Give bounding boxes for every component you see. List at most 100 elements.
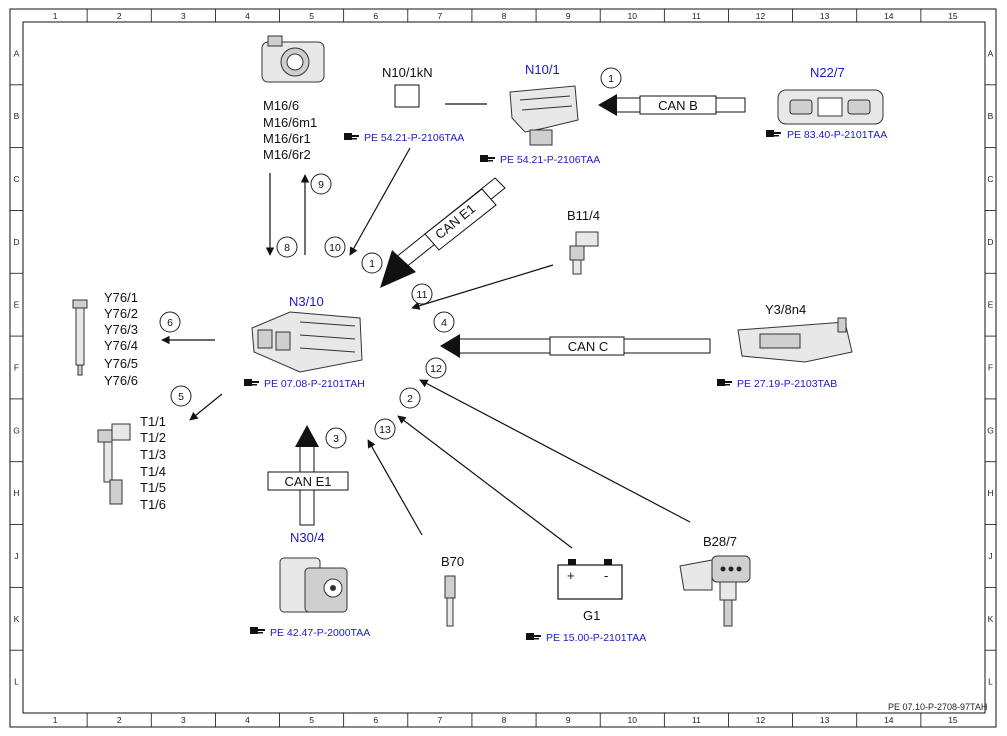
y3-8n4-label: Y3/8n4: [765, 302, 806, 317]
b70-label: B70: [441, 554, 464, 569]
ignition-coil-icon: [97, 423, 131, 505]
grid-col-bottom-8: 8: [502, 715, 507, 725]
signal-10-number: 10: [329, 242, 341, 254]
grid-row-right-K: K: [988, 614, 994, 624]
grid-col-top-2: 2: [117, 11, 122, 21]
signal-11-number: 11: [417, 289, 428, 301]
grid-col-top-9: 9: [566, 11, 571, 21]
inner-frame: [22, 21, 986, 714]
n10-1kn-label: N10/1kN: [382, 65, 433, 80]
y76-3-label: Y76/3: [104, 322, 138, 337]
grid-col-bottom-1: 1: [53, 715, 58, 725]
sam-module-icon: [509, 85, 579, 146]
signal-9-number: 9: [318, 179, 324, 191]
outer-frame: [9, 8, 997, 728]
signal-8-number: 8: [284, 242, 290, 254]
grid-row-right-D: D: [987, 237, 993, 247]
grid-col-top-5: 5: [309, 11, 314, 21]
grid-row-left-K: K: [14, 614, 20, 624]
signal-10: [324, 236, 346, 258]
signal-3: [325, 427, 347, 449]
grid-col-bottom-3: 3: [181, 715, 186, 725]
grid-row-right-B: B: [988, 111, 994, 121]
grid-col-top-7: 7: [437, 11, 442, 21]
grid-row-left-B: B: [14, 111, 20, 121]
y3-8n4-ref: PE 27.19-P-2103TAB: [737, 378, 837, 390]
grid-row-right-F: F: [988, 363, 993, 373]
grid-col-bottom-5: 5: [309, 715, 314, 725]
t1-6-label: T1/6: [140, 497, 166, 512]
n10-1-ref: PE 54.21-P-2106TAA: [500, 154, 600, 166]
signal-5: [170, 385, 192, 407]
arrow-2: [397, 415, 573, 549]
m16-6m1-label: M16/6m1: [263, 115, 317, 130]
signal-13: [374, 418, 396, 440]
n30-4-ref: PE 42.47-P-2000TAA: [270, 627, 370, 639]
signal-1-mid: [361, 252, 383, 274]
can-c-arrow: [440, 334, 711, 358]
grid-row-right-A: A: [988, 48, 994, 58]
grid-col-top-13: 13: [820, 11, 830, 21]
signal-13-number: 13: [379, 424, 391, 436]
n3-10-ref: PE 07.08-P-2101TAH: [264, 378, 365, 390]
n22-7-label: N22/7: [810, 65, 845, 80]
grid-col-bottom-15: 15: [948, 715, 958, 725]
grid-col-top-15: 15: [948, 11, 958, 21]
engine-control-unit-icon: [251, 311, 363, 373]
grid-col-bottom-2: 2: [117, 715, 122, 725]
grid-col-bottom-12: 12: [756, 715, 766, 725]
grid-col-top-6: 6: [373, 11, 378, 21]
g1-label: G1: [583, 608, 600, 623]
grid-row-left-H: H: [13, 488, 19, 498]
t1-2-label: T1/2: [140, 430, 166, 445]
signal-4: [433, 311, 455, 333]
transmission-control-icon: [737, 317, 853, 363]
climate-panel-icon: [777, 89, 884, 125]
grid-row-right-E: E: [988, 300, 994, 310]
grid-col-top-4: 4: [245, 11, 250, 21]
grid-col-top-12: 12: [756, 11, 766, 21]
can-b-arrow: [598, 94, 746, 116]
arrow-10: [349, 147, 411, 256]
footer-code: PE 07.10-P-2708-97TAH: [888, 702, 987, 712]
can-e1-bottom-arrow: [267, 425, 349, 526]
injector-icon: [72, 299, 88, 376]
grid-col-top-8: 8: [502, 11, 507, 21]
y76-6-label: Y76/6: [104, 373, 138, 388]
grid-col-bottom-11: 11: [692, 715, 701, 725]
signal-11: [411, 283, 433, 305]
signal-2-number: 2: [407, 393, 413, 405]
ref-icon-n3-10: [244, 379, 259, 386]
ref-icon-y3-8n4: [717, 379, 732, 386]
ref-icon-n10-1kn: [344, 133, 359, 140]
signal-12-number: 12: [430, 363, 442, 375]
ref-icon-n10-1: [480, 155, 495, 162]
y76-2-label: Y76/2: [104, 306, 138, 321]
signal-1-top-number: 1: [608, 73, 614, 85]
t1-3-label: T1/3: [140, 447, 166, 462]
y76-1-label: Y76/1: [104, 290, 138, 305]
grid-row-left-L: L: [14, 677, 19, 687]
battery-icon: [557, 559, 623, 600]
y76-4-label: Y76/4: [104, 338, 138, 353]
n22-7-ref: PE 83.40-P-2101TAA: [787, 129, 887, 141]
battery-plus: +: [567, 568, 575, 583]
arrow-12: [419, 379, 691, 523]
grid-col-top-1: 1: [53, 11, 58, 21]
grid-row-right-C: C: [987, 174, 993, 184]
grid-col-top-14: 14: [884, 11, 894, 21]
arrow-5: [189, 393, 223, 421]
signal-2: [399, 387, 421, 409]
grid-col-bottom-10: 10: [628, 715, 638, 725]
grid-row-left-J: J: [14, 551, 18, 561]
esp-unit-icon: [279, 557, 348, 613]
ref-icon-g1: [526, 633, 541, 640]
t1-5-label: T1/5: [140, 480, 166, 495]
can-e1-diagonal-arrow: [380, 177, 506, 288]
grid-row-left-A: A: [14, 48, 20, 58]
signal-8: [276, 236, 298, 258]
battery-minus: -: [604, 568, 608, 583]
grid-col-bottom-14: 14: [884, 715, 894, 725]
n3-10-label: N3/10: [289, 294, 324, 309]
